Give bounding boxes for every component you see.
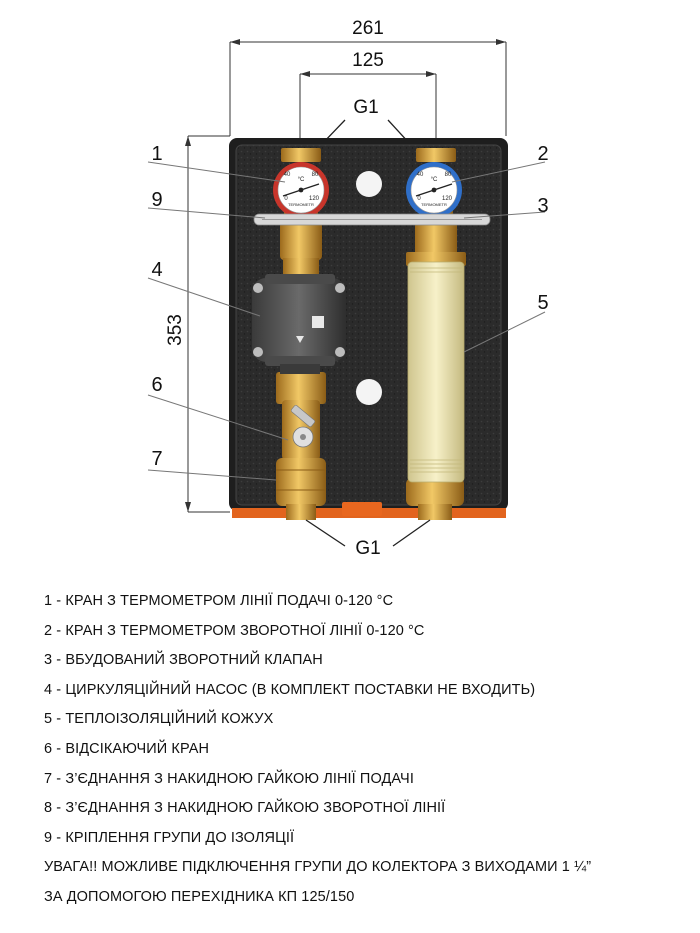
- dimension-overall-width: 261: [352, 18, 384, 39]
- orange-base-center: [342, 502, 382, 516]
- legend-item-6: 6 - ВІДСІКАЮЧИЙ КРАН: [44, 740, 210, 757]
- supply-gauge-tick-80: 80: [312, 172, 319, 178]
- callout-1: 1: [151, 143, 162, 165]
- supply-gauge-tick-40: 40: [284, 172, 291, 178]
- return-gauge-tick-80: 80: [445, 172, 452, 178]
- legend-item-7: 7 - З’ЄДНАННЯ З НАКИДНОЮ ГАЙКОЮ ЛІНІЇ ПО…: [44, 770, 414, 787]
- circulation-pump: [252, 274, 346, 374]
- return-gauge-brand: TERMOMETR: [421, 202, 447, 207]
- callout-2: 2: [537, 143, 548, 165]
- dimension-lines: [187, 41, 507, 513]
- legend-item-9: 9 - КРІПЛЕННЯ ГРУПИ ДО ІЗОЛЯЦІЇ: [44, 829, 295, 846]
- callout-7: 7: [151, 448, 162, 470]
- mounting-hole-bottom: [356, 379, 382, 405]
- warning-note: УВАГА!! МОЖЛИВЕ ПІДКЛЮЧЕННЯ ГРУПИ ДО КОЛ…: [44, 859, 592, 876]
- dimension-height: 353: [165, 314, 186, 346]
- supply-gauge-brand: TERMOMETR: [288, 202, 314, 207]
- dimension-arrows: [185, 39, 506, 512]
- legend-item-4: 4 - ЦИРКУЛЯЦІЙНИЙ НАСОС (В КОМПЛЕКТ ПОСТ…: [44, 681, 536, 698]
- supply-gauge-unit: °C: [298, 177, 305, 183]
- callout-leaders: [147, 161, 546, 481]
- callout-5: 5: [537, 292, 548, 314]
- callout-6: 6: [151, 374, 162, 396]
- insulation-sleeve: [407, 261, 465, 483]
- shutoff-valve-handle: [290, 405, 316, 448]
- connection-label-bottom: G1: [355, 538, 380, 559]
- return-gauge-tick-40: 40: [417, 172, 424, 178]
- legend-list: 1 - КРАН З ТЕРМОМЕТРОМ ЛІНІЇ ПОДАЧІ 0-12…: [44, 587, 684, 913]
- legend-item-5: 5 - ТЕПЛОІЗОЛЯЦІЙНИЙ КОЖУХ: [44, 711, 274, 728]
- callout-3: 3: [537, 195, 548, 217]
- supply-thermometer: °C TERMOMETR 0 40 80 120: [273, 162, 329, 218]
- return-gauge-unit: °C: [431, 177, 438, 183]
- return-gauge-tick-120: 120: [442, 196, 453, 202]
- warning-note-adapter: ЗА ДОПОМОГОЮ ПЕРЕХІДНИКА КП 125/150: [44, 888, 355, 905]
- return-thermometer: °C TERMOMETR 0 40 80 120: [406, 162, 462, 218]
- legend-item-2: 2 - КРАН З ТЕРМОМЕТРОМ ЗВОРОТНОЇ ЛІНІЇ 0…: [44, 622, 425, 639]
- mounting-bracket: [253, 213, 491, 226]
- legend-item-8: 8 - З’ЄДНАННЯ З НАКИДНОЮ ГАЙКОЮ ЗВОРОТНО…: [44, 800, 446, 817]
- callout-9: 9: [151, 189, 162, 211]
- pump-group-diagram: 261 125 353 G1 °C TERMOMETR 0: [147, 18, 549, 559]
- connection-leaders-bottom: [305, 519, 431, 547]
- legend-item-3: 3 - ВБУДОВАНИЙ ЗВОРОТНИЙ КЛАПАН: [44, 652, 323, 669]
- dimension-pipe-spacing: 125: [352, 50, 384, 71]
- connection-label-top: G1: [353, 97, 378, 118]
- return-gauge-tick-0: 0: [417, 196, 421, 202]
- mounting-hole-top: [356, 171, 382, 197]
- legend-item-1: 1 - КРАН З ТЕРМОМЕТРОМ ЛІНІЇ ПОДАЧІ 0-12…: [44, 593, 394, 609]
- supply-gauge-tick-120: 120: [309, 196, 320, 202]
- callout-4: 4: [151, 259, 162, 281]
- supply-gauge-tick-0: 0: [284, 196, 288, 202]
